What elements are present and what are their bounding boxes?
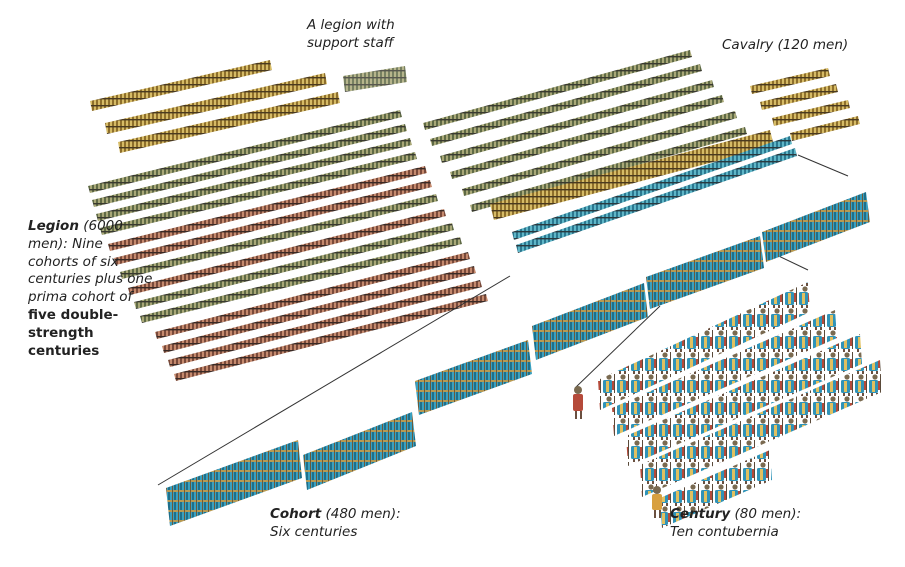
century-rank [660, 450, 772, 528]
legion-rank [128, 209, 446, 295]
century-group [573, 282, 882, 528]
legion-rank [100, 152, 417, 235]
legion-label: Legion (6000 men): Nine cohorts of six c… [28, 218, 156, 361]
standard-bearer-figure [652, 486, 662, 518]
legion-rank [440, 80, 714, 163]
cavalry-rank [750, 68, 830, 94]
cavalry-rank [772, 100, 850, 126]
cohort-century [532, 283, 648, 360]
century-label-count: (80 men): [730, 506, 802, 522]
century-label-text: Ten contubernia [670, 523, 779, 540]
cohort-century [415, 340, 532, 415]
legion-rank [155, 252, 470, 339]
cavalry-rank [760, 84, 838, 110]
support-row [118, 92, 340, 153]
support-staff-group [90, 60, 407, 153]
legion-rank [470, 127, 747, 212]
legion-rank [490, 130, 774, 220]
cohort-century [303, 412, 416, 490]
legion-rank [430, 64, 702, 146]
cavalry-block [750, 68, 860, 141]
legion-rank [168, 280, 482, 367]
prima-cohort-rank [516, 148, 797, 253]
legion-rank [140, 237, 462, 323]
legion-label-title: Legion [28, 218, 79, 234]
leader-lines [157, 154, 849, 486]
cohort-century [166, 440, 302, 526]
legion-rank [174, 294, 488, 381]
cohort-century [762, 192, 870, 262]
century-label: Century (80 men): Ten contubernia [670, 506, 840, 542]
leader-line [574, 305, 661, 389]
legion-rank [92, 124, 407, 207]
century-rank [640, 360, 882, 497]
support-row [90, 60, 272, 111]
legion-rank [423, 50, 692, 130]
legion-rank [96, 138, 412, 221]
legion-rank [108, 166, 427, 251]
support-staff-label: A legion with support staff [307, 17, 395, 51]
legion-label-bold: five double-strength centuries [28, 307, 119, 359]
support-row [105, 73, 327, 134]
legion-rank [462, 111, 737, 196]
legion-rank [162, 266, 476, 353]
baggage-train [343, 66, 407, 92]
cohort-century [646, 236, 764, 309]
cavalry-label: Cavalry (120 men) [722, 37, 849, 53]
cohort-label: Cohort (480 men): Six centuries [270, 506, 430, 542]
legion-block-left [88, 110, 488, 381]
cohort-group [166, 192, 870, 526]
legion-block-right [423, 50, 797, 253]
prima-cohort-rank [512, 136, 792, 240]
century-rank [598, 282, 810, 410]
legion-rank [450, 95, 724, 179]
century-rank [626, 334, 862, 466]
centurion-figure [573, 386, 583, 419]
cavalry-rank [790, 116, 860, 141]
century-rank [612, 310, 837, 436]
cohort-label-text: Six centuries [270, 523, 358, 540]
legion-rank [120, 194, 438, 279]
legion-rank [88, 110, 402, 193]
leader-line [797, 154, 849, 177]
century-label-title: Century [670, 506, 731, 522]
cohort-label-title: Cohort [270, 506, 322, 522]
legion-rank [114, 180, 432, 265]
legion-label-text: (6000 men): Nine cohorts of six centurie… [28, 218, 153, 306]
legion-rank [134, 223, 454, 309]
leader-line [157, 275, 511, 486]
cohort-label-count: (480 men): [321, 506, 401, 522]
